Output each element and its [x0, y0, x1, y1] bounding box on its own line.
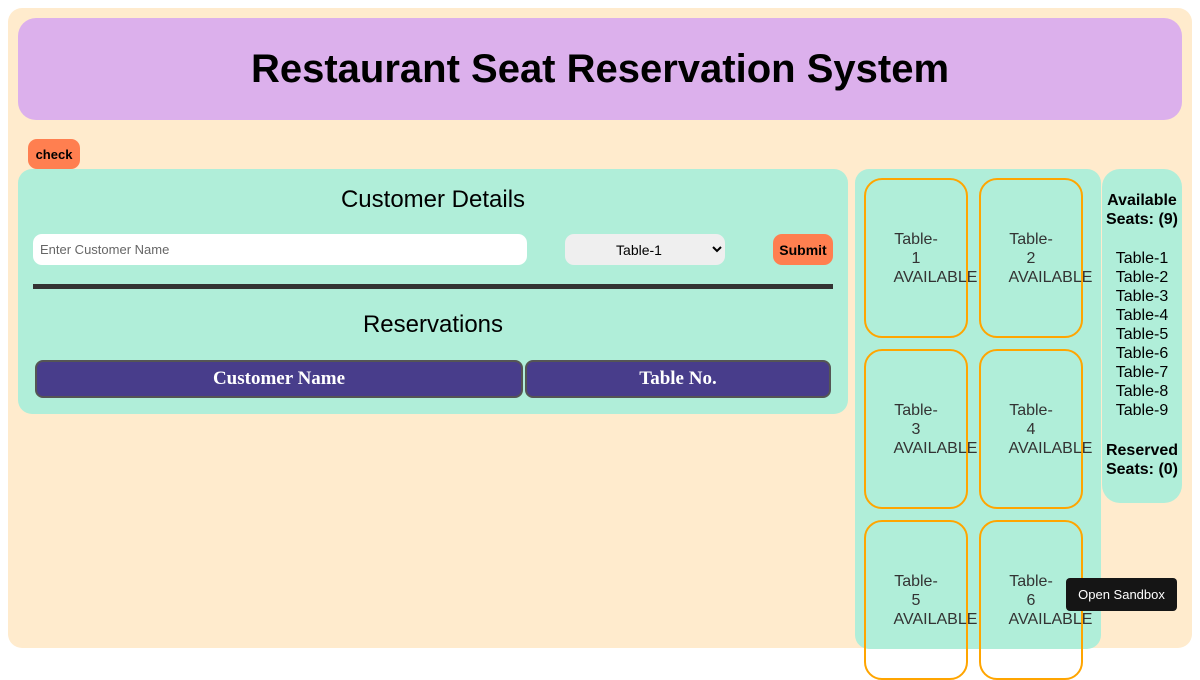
list-item: Table-7	[1115, 364, 1169, 381]
table-status: AVAILABLE	[1008, 268, 1093, 286]
column-header-table-no: Table No.	[525, 360, 831, 398]
list-item: Table-8	[1115, 383, 1169, 400]
table-name: Table-1	[894, 230, 938, 267]
list-item: Table-3	[1115, 288, 1169, 305]
divider	[33, 284, 833, 289]
table-status: AVAILABLE	[1008, 439, 1093, 457]
list-item: Table-1	[1115, 250, 1169, 267]
available-seats-heading: Available Seats: (9)	[1105, 192, 1179, 228]
table-name: Table-6	[1009, 572, 1053, 609]
reserved-seats-heading: Reserved Seats: (0)	[1105, 442, 1179, 478]
table-name: Table-3	[894, 401, 938, 438]
check-button[interactable]: check	[28, 139, 80, 169]
submit-button[interactable]: Submit	[773, 234, 833, 265]
header: Restaurant Seat Reservation System	[18, 18, 1182, 120]
table-status: AVAILABLE	[893, 610, 978, 628]
table-name: Table-4	[1009, 401, 1053, 438]
table-name: Table-2	[1009, 230, 1053, 267]
seat-summary: Available Seats: (9) Table-1 Table-2 Tab…	[1102, 169, 1182, 503]
page-title: Restaurant Seat Reservation System	[250, 46, 950, 91]
table-name: Table-5	[894, 572, 938, 609]
table-status: AVAILABLE	[1008, 610, 1093, 628]
available-list: Table-1 Table-2 Table-3 Table-4 Table-5 …	[1102, 249, 1182, 420]
list-item: Table-2	[1115, 269, 1169, 286]
table-status: AVAILABLE	[893, 439, 978, 457]
list-item: Table-5	[1115, 326, 1169, 343]
table-select[interactable]: Table-1	[565, 234, 725, 265]
customer-panel: Customer Details Table-1 Submit Reservat…	[18, 169, 848, 414]
reservations-heading: Reservations	[362, 311, 504, 338]
list-item: Table-4	[1115, 307, 1169, 324]
table-status: AVAILABLE	[893, 268, 978, 286]
list-item: Table-9	[1115, 402, 1169, 419]
list-item: Table-6	[1115, 345, 1169, 362]
column-header-customer-name: Customer Name	[35, 360, 523, 398]
customer-name-input[interactable]	[33, 234, 527, 265]
customer-details-heading: Customer Details	[340, 186, 526, 213]
open-sandbox-button[interactable]: Open Sandbox	[1066, 578, 1177, 611]
